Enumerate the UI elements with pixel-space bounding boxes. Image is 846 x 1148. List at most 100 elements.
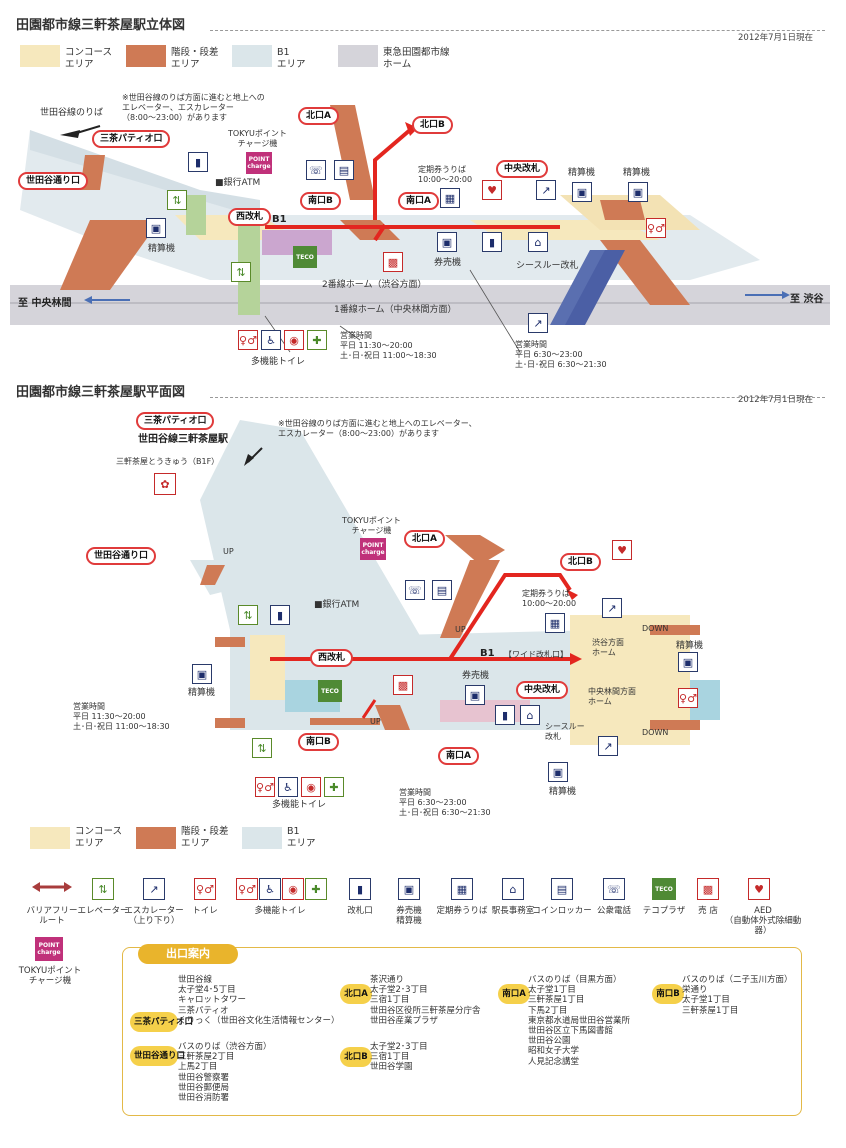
legend-label-public-phone: 公衆電話 (596, 906, 631, 916)
plan-date: 2012年7月1日現在 (738, 395, 813, 405)
elevator-icon: ⇅ (231, 262, 251, 282)
platform-2-label: 2番線ホーム（渋谷方面） (322, 280, 427, 290)
elevator-icon: ⇅ (252, 738, 272, 758)
plan-tokyu-point-label: TOKYUポイント チャージ機 (342, 516, 401, 535)
chuo-platform-label: 中央林間方面 ホーム (588, 687, 636, 706)
toilet-icon: ♀♂ (678, 688, 698, 708)
escalator-icon: ↗ (602, 598, 622, 618)
legend-swatch-platform (338, 45, 378, 67)
legend-label-ticket-machine: 券売機 精算機 (396, 906, 422, 926)
ticket-gate-icon: ▮ (270, 605, 290, 625)
plan-stairs (200, 535, 700, 730)
shop-icon: ▩ (383, 252, 403, 272)
tokyu-point-icon: POINT charge (246, 152, 272, 174)
public-phone-icon: ☏ (405, 580, 425, 600)
plan-exit-setagaya-dori[interactable]: 世田谷通り口 (86, 547, 157, 565)
shop-icon: ▩ (393, 675, 413, 695)
plan-fare-adjust-label-2: 精算機 (188, 688, 216, 698)
barrier-free-route-icon (32, 882, 72, 892)
plan-gate-west: 西改札 (310, 649, 354, 667)
toilet-icon: ♀♂ (255, 777, 275, 797)
legend-swatch-b1 (232, 45, 272, 67)
plan-concourse-west (250, 635, 285, 700)
plan-legend-label-b1: B1 エリア (287, 826, 316, 849)
exit-sancha-patio[interactable]: 三茶パティオ口 (92, 130, 171, 148)
to-chuo-rinkan: 至 中央林間 (18, 298, 72, 309)
station-office-icon: ⌂ (502, 878, 524, 900)
plan-seethrough-label: シースルー 改札 (545, 722, 585, 741)
legend-label-tokyu-point: TOKYUポイント チャージ機 (18, 966, 82, 986)
plan-exit-south-a[interactable]: 南口A (438, 747, 479, 765)
coin-locker-icon: ▤ (334, 160, 354, 180)
baby-icon: ◉ (301, 777, 321, 797)
legend-label-platform: 東急田園都市線 ホーム (383, 47, 450, 70)
up-label-1: UP (223, 547, 234, 556)
barrier-free-route-north (373, 128, 412, 220)
top-date: 2012年7月1日現在 (738, 33, 813, 43)
plan-exit-sancha-patio[interactable]: 三茶パティオ口 (136, 412, 215, 430)
exit-south-b[interactable]: 南口B (300, 192, 341, 210)
bank-atm-label: ■銀行ATM (215, 178, 261, 188)
plan-fare-adjust-label-1: 精算機 (676, 641, 704, 651)
plan-gate-central: 中央改札 (516, 681, 569, 699)
aed-icon: ♥ (748, 878, 770, 900)
pass-counter-icon: ▦ (545, 613, 565, 633)
guide-text-south-a: バスのりば（目黒方面） 太子堂1丁目 三軒茶屋1丁目 下馬2丁目 東京都水道局世… (528, 975, 631, 1067)
sancha-tokyu-label: 三軒茶屋とうきゅう（B1F） (116, 457, 220, 466)
top-note: ※世田谷線のりば方面に進むと地上への エレベーター、エスカレーター （8:00〜… (122, 93, 265, 122)
elevator-icon: ⇅ (238, 605, 258, 625)
plan-multi-toilet-label: 多機能トイレ (272, 800, 327, 810)
platform-band (10, 285, 830, 325)
top-map-title: 田園都市線三軒茶屋駅立体図 (16, 18, 186, 33)
pass-counter-label: 定期券うりば 10:00〜20:00 (418, 165, 473, 184)
b1-label: B1 (272, 214, 287, 225)
guide-text-setagaya-dori: バスのりば（渋谷方面） 三軒茶屋2丁目 上馬2丁目 世田谷警察署 世田谷郵便局 … (178, 1042, 272, 1104)
coin-locker-icon: ▤ (432, 580, 452, 600)
tokyu-point-icon: POINT charge (360, 538, 386, 560)
plan-legend-label-concourse: コンコース エリア (75, 826, 123, 849)
guide-exit-sancha-patio: 三茶パティオ口 (130, 1012, 193, 1032)
shop-icon: ▩ (697, 878, 719, 900)
legend-label-b1: B1 エリア (277, 47, 306, 70)
escalator-2 (565, 250, 625, 325)
seethrough-gate-label: シースルー改札 (516, 261, 579, 271)
plan-exit-south-b[interactable]: 南口B (298, 733, 339, 751)
guide-exit-south-a: 南口A (498, 984, 530, 1004)
public-phone-icon: ☏ (603, 878, 625, 900)
setagaya-line-station-label: 世田谷線三軒茶屋駅 (138, 434, 228, 445)
legend-label-coin-locker: コインロッカー (532, 906, 592, 916)
legend-label-teco-plaza: テコプラザ (642, 906, 686, 916)
ticket-machine-icon: ▣ (437, 232, 457, 252)
exit-north-b[interactable]: 北口B (412, 116, 453, 134)
guide-exit-setagaya-dori: 世田谷通り口 (130, 1046, 185, 1066)
legend-label-barrier-free: バリアフリー ルート (26, 906, 78, 926)
ticket-gate-icon: ▮ (188, 152, 208, 172)
down-label-2: DOWN (642, 728, 669, 737)
baby-icon: ◉ (284, 330, 304, 350)
toilet-icon: ♀♂ (238, 330, 258, 350)
ticket-machine-icon: ▣ (572, 182, 592, 202)
ticket-machine-icon: ▣ (398, 878, 420, 900)
guide-exit-north-b: 北口B (340, 1047, 372, 1067)
exit-south-a[interactable]: 南口A (398, 192, 439, 210)
plan-exit-north-b[interactable]: 北口B (560, 553, 601, 571)
plan-route-north (448, 573, 572, 661)
up-label-2: UP (455, 625, 466, 634)
ostomy-icon: ✚ (324, 777, 344, 797)
ticket-gate-icon: ▮ (495, 705, 515, 725)
legend-label-station-office: 駅長事務室 (491, 906, 535, 916)
fare-adjust-label-1: 精算機 (568, 168, 596, 178)
exit-north-a[interactable]: 北口A (298, 107, 339, 125)
fare-adjust-label-2: 精算機 (623, 168, 651, 178)
ostomy-icon: ✚ (307, 330, 327, 350)
toilet-icon: ♀♂ (646, 218, 666, 238)
gate-central: 中央改札 (496, 160, 549, 178)
ticket-machine-icon: ▣ (465, 685, 485, 705)
title-divider (210, 30, 825, 31)
coin-locker-icon: ▤ (551, 878, 573, 900)
shibuya-platform-label: 渋谷方面 ホーム (592, 638, 624, 657)
exit-setagaya-dori[interactable]: 世田谷通り口 (18, 172, 89, 190)
guide-text-north-a: 茶沢通り 太子堂2･3丁目 三宿1丁目 世田谷区役所三軒茶屋分庁舎 世田谷産業プ… (370, 975, 481, 1026)
plan-exit-north-a[interactable]: 北口A (404, 530, 445, 548)
escalator-icon: ↗ (598, 736, 618, 756)
